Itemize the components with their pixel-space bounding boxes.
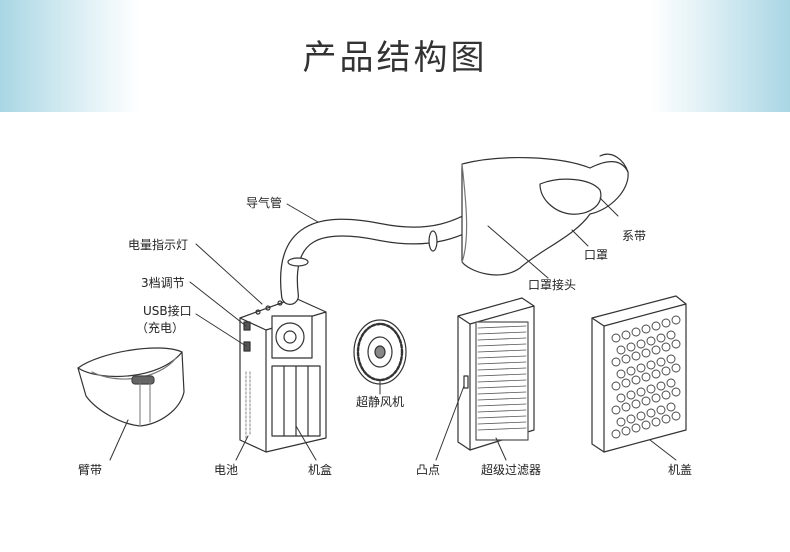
label-charging: （充电） [136, 321, 185, 335]
label-battery-indicator: 电量指示灯 [128, 238, 189, 252]
label-battery: 电池 [214, 463, 239, 477]
label-mask: 口罩 [584, 248, 609, 262]
label-strap: 系带 [622, 229, 647, 243]
label-air-tube: 导气管 [246, 196, 283, 210]
silent-fan-illustration [353, 319, 407, 385]
label-silent-fan: 超静风机 [356, 395, 405, 409]
label-arm-band: 臂带 [78, 463, 103, 477]
arm-band-illustration [77, 347, 185, 427]
label-speed-control: 3档调节 [141, 276, 185, 290]
main-unit-illustration [239, 297, 327, 453]
banner-right-decoration [650, 0, 790, 112]
super-filter-illustration [457, 297, 535, 451]
cover-illustration [591, 295, 687, 453]
label-filter: 超级过滤器 [481, 463, 542, 477]
label-case: 机盒 [308, 463, 333, 477]
mask-illustration [461, 153, 629, 276]
page-title: 产品结构图 [302, 38, 488, 78]
label-usb-port: USB接口 [143, 304, 192, 318]
leader-lines [109, 197, 677, 461]
label-mask-connector: 口罩接头 [528, 278, 577, 292]
label-cover: 机盖 [668, 463, 693, 477]
banner-left-decoration [0, 0, 140, 112]
label-bump: 凸点 [416, 463, 441, 477]
